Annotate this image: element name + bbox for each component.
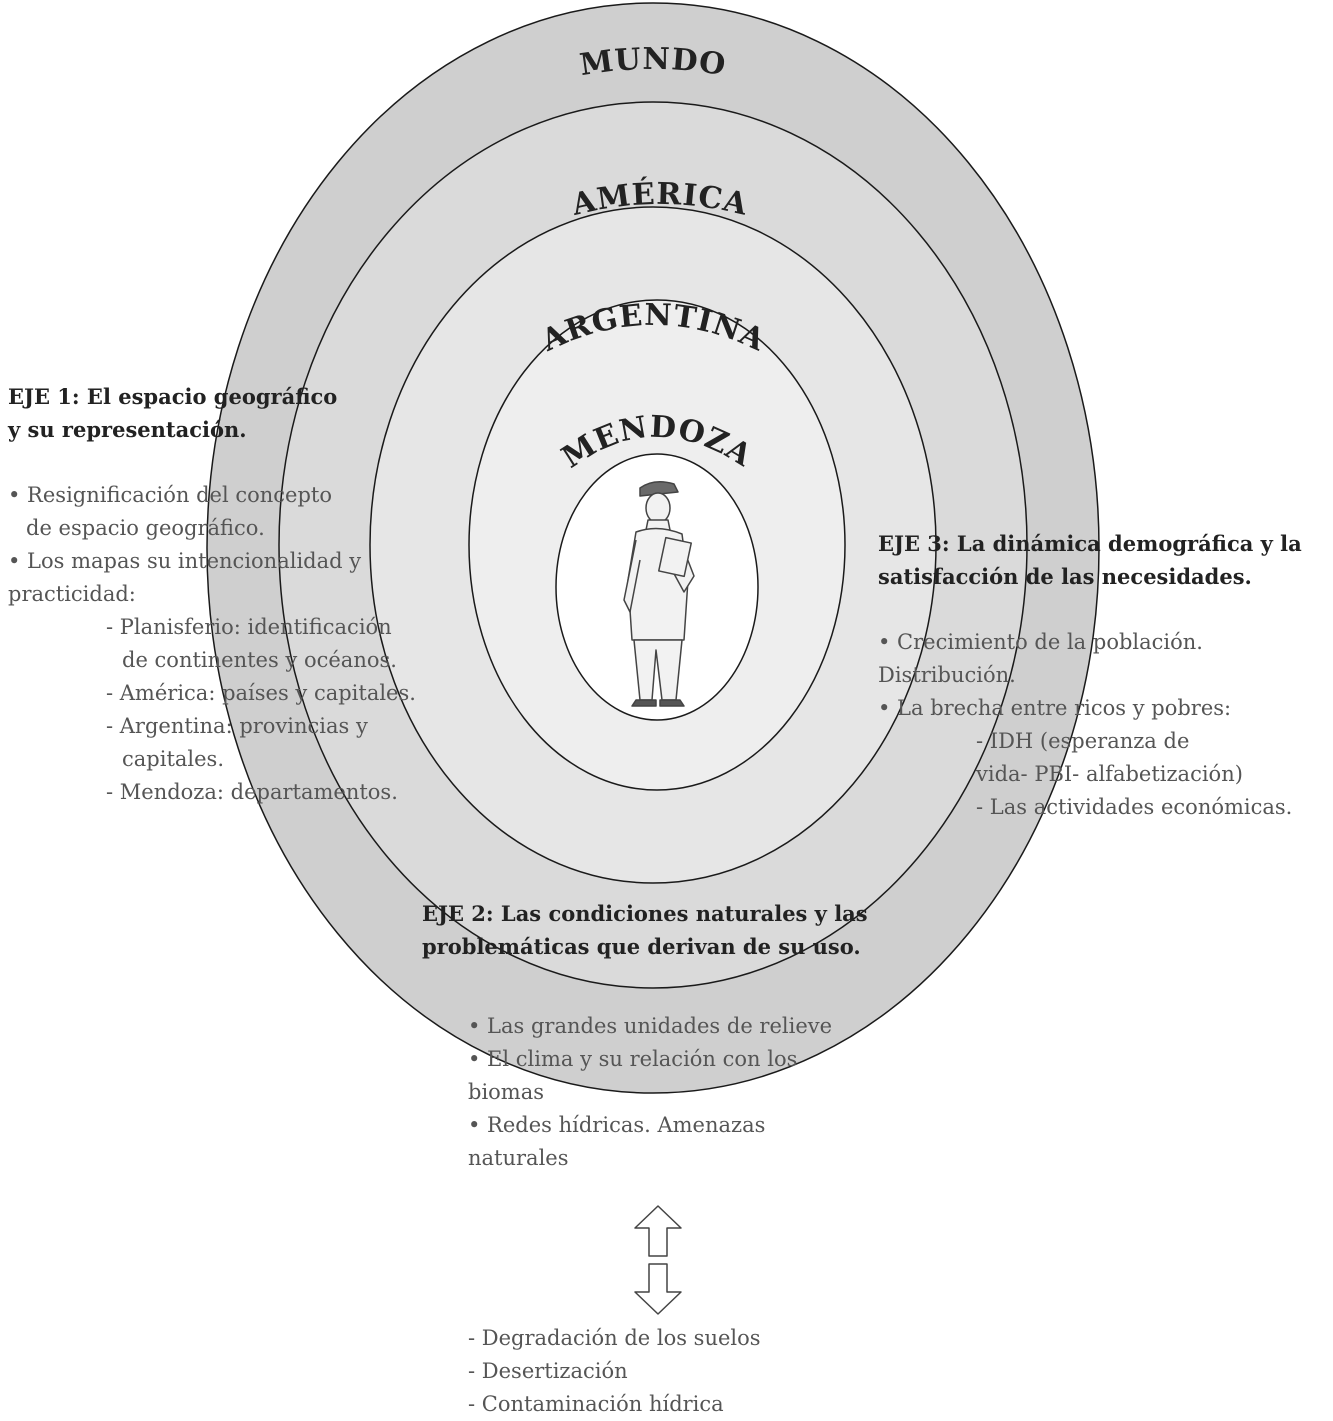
list-item: biomas	[468, 1080, 545, 1104]
eje2-title: EJE 2: Las condiciones naturales y las	[422, 901, 868, 926]
list-item: Distribución.	[878, 663, 1016, 687]
list-item: - Argentina: provincias y	[106, 714, 368, 738]
eje3-title: satisfacción de las necesidades.	[878, 564, 1252, 589]
eje2-topics: • Las grandes unidades de relieve • El c…	[468, 1010, 832, 1175]
up-arrow-icon	[634, 1205, 682, 1257]
list-item: practicidad:	[8, 582, 136, 606]
eje1-title: y su representación.	[8, 417, 247, 442]
list-item: naturales	[468, 1146, 569, 1170]
list-item: - América: países y capitales.	[106, 681, 416, 705]
list-item: • Los mapas su intencionalidad y	[8, 549, 362, 573]
list-item: - Degradación de los suelos	[468, 1326, 761, 1350]
list-item: - Mendoza: departamentos.	[106, 780, 398, 804]
eje3-block: EJE 3: La dinámica demográfica y la sati…	[878, 527, 1302, 824]
list-item: de continentes y océanos.	[122, 648, 397, 672]
eje3-title: EJE 3: La dinámica demográfica y la	[878, 531, 1302, 556]
eje2-consequences: - Degradación de los suelos - Desertizac…	[468, 1322, 761, 1421]
list-item: - IDH (esperanza de	[976, 729, 1190, 753]
list-item: • Crecimiento de la población.	[878, 630, 1203, 654]
list-item: vida- PBI- alfabetización)	[976, 762, 1243, 786]
list-item: • Resignificación del concepto	[8, 483, 332, 507]
list-item: - Desertización	[468, 1359, 628, 1383]
list-item: • La brecha entre ricos y pobres:	[878, 696, 1232, 720]
eje2-block: EJE 2: Las condiciones naturales y las p…	[422, 897, 868, 963]
list-item: • Las grandes unidades de relieve	[468, 1014, 833, 1038]
list-item: - Planisferio: identificación	[106, 615, 392, 639]
list-item: • Redes hídricas. Amenazas	[468, 1113, 766, 1137]
down-arrow-icon	[634, 1263, 682, 1315]
eje1-block: EJE 1: El espacio geográfico y su repres…	[8, 380, 416, 809]
list-item: - Contaminación hídrica	[468, 1392, 724, 1416]
list-item: capitales.	[122, 747, 224, 771]
label-mundo: MUNDO	[578, 42, 729, 83]
eje1-title: EJE 1: El espacio geográfico	[8, 384, 338, 409]
list-item: - Las actividades económicas.	[976, 795, 1293, 819]
list-item: • El clima y su relación con los	[468, 1047, 798, 1071]
eje2-title: problemáticas que derivan de su uso.	[422, 934, 861, 959]
list-item: de espacio geográfico.	[26, 516, 265, 540]
person-figure-icon	[623, 481, 695, 707]
